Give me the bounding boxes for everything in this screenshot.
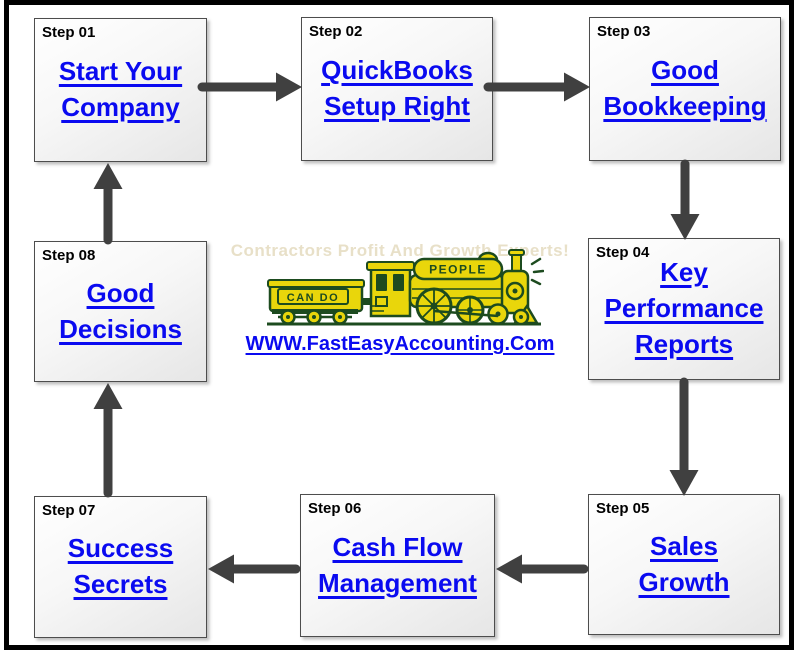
train-logo: CAN DO PEOPLE [267,249,544,326]
step-label: Step 06 [308,500,362,517]
step-link-line[interactable]: Good [86,277,155,308]
step-link-line[interactable]: Reports [634,328,734,359]
step-link-line[interactable]: QuickBooks [321,55,473,86]
step-link-sales-growth[interactable]: Sales Growth [639,529,730,601]
step-link-line[interactable]: Sales [650,530,718,561]
step-link-line[interactable]: Decisions [59,313,182,344]
step-link-line[interactable]: Success [67,533,174,564]
step-label: Step 02 [309,23,363,40]
step-link-line[interactable]: Growth [638,566,730,597]
step-link-key-performance-reports[interactable]: Key Performance Reports [605,255,764,363]
step-link-line[interactable]: Performance [604,293,764,324]
step-label: Step 05 [596,500,650,517]
tender-label-text: CAN DO [287,292,339,304]
train-cab [366,261,415,318]
step-label: Step 03 [597,23,651,40]
step-link-line[interactable]: Setup Right [324,91,470,121]
motion-marks-icon [530,257,544,286]
step-link-start-your-company[interactable]: Start Your Company [59,54,182,126]
step-link-line[interactable]: Cash Flow [332,531,463,562]
step-box-03: Step 03 Good Bookkeeping [589,17,781,161]
outer-frame [4,0,794,650]
step-link-cash-flow-management[interactable]: Cash Flow Management [318,530,477,602]
step-label: Step 08 [42,247,96,264]
step-box-06: Step 06 Cash Flow Management [300,494,495,637]
step-link-line[interactable]: Bookkeeping [603,91,767,121]
step-label: Step 01 [42,24,96,41]
train-wheels [415,287,530,326]
step-link-line[interactable]: Company [61,92,180,122]
step-box-07: Step 07 Success Secrets [34,496,207,638]
website-link[interactable]: WWW.FastEasyAccounting.Com [245,333,555,355]
step-box-05: Step 05 Sales Growth [588,494,780,635]
step-box-01: Step 01 Start Your Company [34,18,207,162]
step-link-line[interactable]: Secrets [73,569,168,599]
step-label: Step 04 [596,244,650,261]
step-box-02: Step 02 QuickBooks Setup Right [301,17,493,161]
step-link-line[interactable]: Key [660,257,708,288]
step-link-line[interactable]: Start Your [58,56,183,87]
step-link-success-secrets[interactable]: Success Secrets [68,531,174,603]
train-tender: CAN DO [267,279,365,325]
step-link-line[interactable]: Good [651,55,719,86]
boiler-label-text: PEOPLE [429,263,487,277]
step-link-good-bookkeeping[interactable]: Good Bookkeeping [603,53,766,125]
step-box-04: Step 04 Key Performance Reports [588,238,780,380]
step-link-quickbooks-setup-right[interactable]: QuickBooks Setup Right [321,53,473,125]
train-coupling [361,298,371,305]
step-label: Step 07 [42,502,96,519]
step-link-good-decisions[interactable]: Good Decisions [59,276,182,348]
step-box-08: Step 08 Good Decisions [34,241,207,382]
step-link-line[interactable]: Management [318,567,477,598]
